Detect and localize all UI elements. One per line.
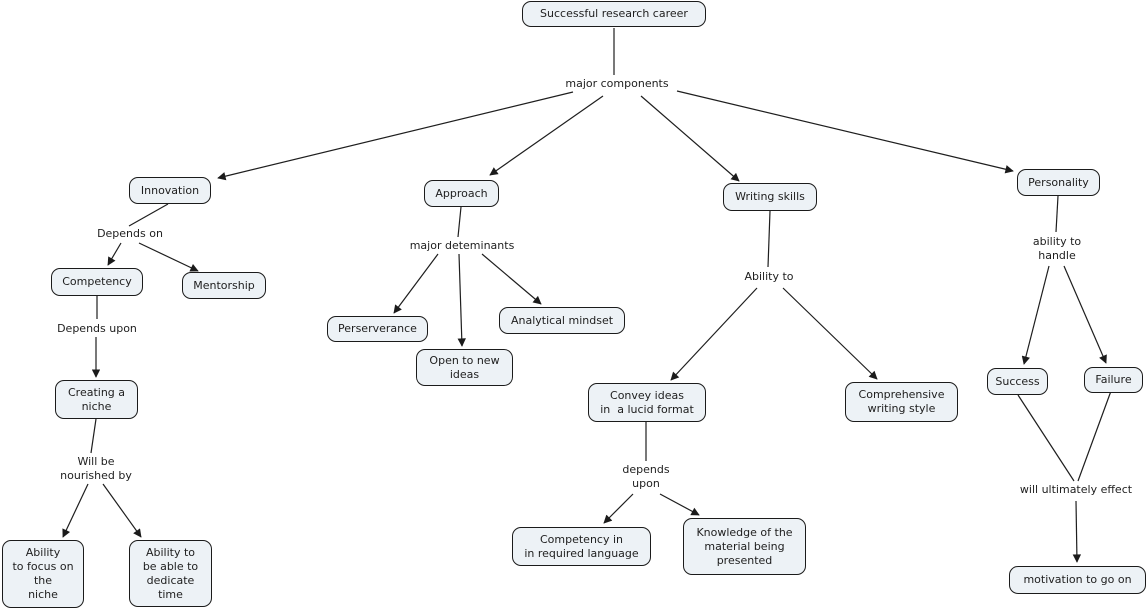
node-competency[interactable]: Competency [51, 268, 143, 296]
link-label-ability-to[interactable]: Ability to [744, 270, 794, 283]
edge-success-to-will-ultimately-effect [1017, 394, 1075, 482]
link-label-depends-upon-2[interactable]: depends upon [622, 463, 670, 490]
link-label-major-components[interactable]: major components [565, 77, 669, 90]
edge-major-determinants-to-perserverance [393, 253, 439, 314]
edge-personality-to-ability-to-handle [1055, 195, 1059, 233]
link-label-will-ultimately-effect[interactable]: will ultimately effect [1019, 483, 1133, 496]
node-convey-ideas-lucid-format[interactable]: Convey ideas in a lucid format [588, 383, 706, 422]
edge-depends-upon-2-to-knowledge [659, 493, 700, 516]
edge-creating-niche-to-nourished-by [90, 418, 97, 454]
edge-depends-on-to-mentorship [138, 242, 199, 272]
node-ability-to-dedicate-time[interactable]: Ability to be able to dedicate time [129, 540, 212, 607]
edge-approach-to-major-determinants [457, 206, 462, 238]
node-knowledge-of-material[interactable]: Knowledge of the material being presente… [683, 518, 806, 575]
node-personality[interactable]: Personality [1017, 169, 1100, 196]
edge-will-ultimately-effect-to-motivation [1072, 500, 1082, 563]
node-comprehensive-writing-style[interactable]: Comprehensive writing style [845, 382, 958, 422]
edge-depends-on-to-competency [107, 242, 122, 266]
edge-ability-to-to-comprehensive [782, 287, 878, 380]
link-label-will-be-nourished-by[interactable]: Will be nourished by [60, 455, 132, 482]
node-motivation-to-go-on[interactable]: motivation to go on [1009, 566, 1146, 594]
edge-depends-upon-2-to-competency-lang [603, 493, 634, 524]
edge-major-components-to-approach [489, 95, 604, 176]
edge-writing-skills-to-ability-to [767, 210, 771, 268]
edge-major-determinants-to-analytical [481, 253, 542, 305]
node-successful-research-career[interactable]: Successful research career [522, 1, 706, 27]
node-approach[interactable]: Approach [424, 180, 499, 207]
link-label-ability-to-handle[interactable]: ability to handle [1032, 235, 1082, 262]
edge-major-components-to-personality [676, 90, 1014, 174]
node-failure[interactable]: Failure [1084, 367, 1143, 393]
node-open-to-new-ideas[interactable]: Open to new ideas [416, 349, 513, 386]
link-label-depends-upon[interactable]: Depends upon [57, 322, 137, 335]
edge-ability-to-handle-to-success [1021, 265, 1050, 365]
edge-major-components-to-writing-skills [640, 95, 740, 182]
link-label-depends-on[interactable]: Depends on [97, 227, 163, 240]
edge-nourished-by-to-focus-niche [62, 483, 89, 538]
edge-nourished-by-to-dedicate-time [102, 483, 142, 538]
edge-innovation-to-depends-on [128, 203, 169, 227]
node-competency-in-required-language[interactable]: Competency in in required language [512, 527, 651, 566]
node-perserverance[interactable]: Perserverance [327, 316, 428, 342]
edge-major-components-to-innovation [217, 91, 574, 181]
link-label-major-determinants[interactable]: major deteminants [409, 239, 515, 252]
edge-ability-to-handle-to-failure [1063, 265, 1107, 364]
edge-failure-to-will-ultimately-effect [1077, 390, 1112, 482]
edge-major-determinants-to-open-ideas [457, 253, 466, 347]
node-ability-to-focus-on-the-niche[interactable]: Ability to focus on the niche [2, 540, 84, 608]
node-success[interactable]: Success [987, 368, 1048, 395]
edge-ability-to-to-convey [670, 287, 758, 381]
node-writing-skills[interactable]: Writing skills [723, 183, 817, 211]
node-creating-a-niche[interactable]: Creating a niche [55, 380, 138, 419]
node-mentorship[interactable]: Mentorship [182, 272, 266, 299]
node-innovation[interactable]: Innovation [129, 177, 211, 204]
node-analytical-mindset[interactable]: Analytical mindset [499, 307, 625, 334]
